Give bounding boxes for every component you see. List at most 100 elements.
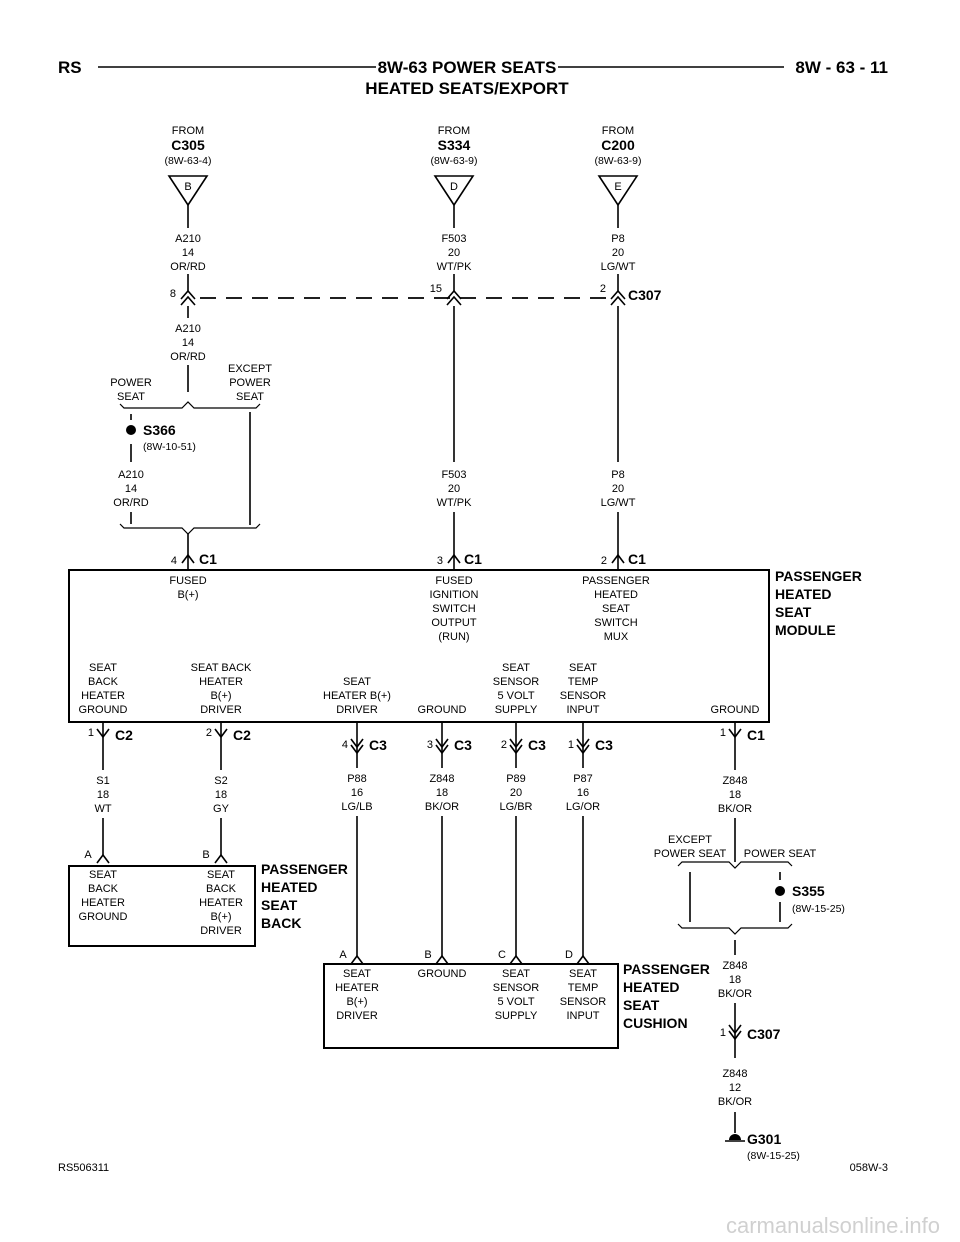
component-name: PASSENGER [261, 861, 348, 877]
pin-label: 5 VOLT [497, 690, 534, 702]
pin-label: HEATER [199, 897, 243, 909]
connector-name: C3 [528, 737, 546, 753]
pin-label: GROUND [79, 704, 128, 716]
seat-cushion-title: PASSENGER HEATED SEAT CUSHION [623, 961, 710, 1031]
connector-chevron-icon [350, 954, 364, 965]
pin-label: SWITCH [594, 617, 637, 629]
pin-number: 4 [342, 739, 348, 751]
pin-label: FUSED [435, 575, 472, 587]
component-name: CUSHION [623, 1015, 688, 1031]
pin-number: 3 [437, 555, 443, 567]
pin-label: B(+) [210, 911, 231, 923]
pin-label: MUX [604, 631, 629, 643]
connector-chevron-icon [435, 954, 449, 965]
splice-name: S355 [792, 883, 825, 899]
pin-label: SENSOR [493, 676, 540, 688]
pin-label: DRIVER [336, 704, 378, 716]
connector-c1-pin1: 1 C1 [720, 722, 765, 770]
wire-color: WT/PK [437, 261, 472, 273]
connector-name: C1 [199, 551, 217, 567]
pin-label: HEATER [335, 982, 379, 994]
passenger-heated-seat-cushion-box [323, 963, 619, 1049]
wire-label-z848-ground-12: Z848 12 BK/OR [718, 1068, 752, 1108]
option-bracket [119, 401, 261, 409]
pin-label: SEAT [602, 603, 630, 615]
connector-chevron-icon [447, 553, 461, 564]
connector-name: C2 [233, 727, 251, 743]
page-header: RS 8W-63 POWER SEATS 8W - 63 - 11 HEATED… [58, 58, 888, 98]
pin-label: SENSOR [493, 982, 540, 994]
wire-gauge: 16 [351, 787, 363, 799]
pin-label: HEATED [594, 589, 638, 601]
wire-code: Z848 [722, 775, 747, 787]
pin-label: GROUND [711, 704, 760, 716]
component-name: BACK [261, 915, 301, 931]
wire-label-z848-module: Z848 18 BK/OR [425, 773, 459, 813]
seat-back-title: PASSENGER HEATED SEAT BACK [261, 861, 348, 931]
pin-number: 2 [600, 283, 606, 295]
pin-number: 3 [427, 739, 433, 751]
pin-label: SUPPLY [495, 704, 538, 716]
option-label: EXCEPT [228, 363, 272, 375]
source-letter: B [184, 181, 191, 193]
connector-name: C3 [369, 737, 387, 753]
pin-label: B(+) [210, 690, 231, 702]
pin-label: PASSENGER [582, 575, 650, 587]
connector-chevron-icon [611, 553, 625, 564]
wire-gauge: 18 [215, 789, 227, 801]
pin-label: IGNITION [430, 589, 479, 601]
splice-name: S366 [143, 422, 176, 438]
seat-back-pin-labels: SEAT BACK HEATER GROUND SEAT BACK HEATER… [79, 869, 243, 937]
watermark: carmanualsonline.info [726, 1213, 940, 1238]
connector-name: C1 [628, 551, 646, 567]
source-name: S334 [438, 137, 471, 153]
pin-label: SEAT [89, 869, 117, 881]
wire-gauge: 14 [125, 483, 137, 495]
wire-label-p8-top: P8 20 LG/WT [601, 233, 636, 273]
option-label: EXCEPT [668, 834, 712, 846]
connector-name: C3 [454, 737, 472, 753]
pin-number: 1 [720, 1027, 726, 1039]
component-name: PASSENGER [623, 961, 710, 977]
pin-number: 2 [601, 555, 607, 567]
option-split-top: POWER SEAT EXCEPT POWER SEAT [110, 363, 272, 409]
pin-label: FUSED [169, 575, 206, 587]
pin-letter: A [339, 949, 347, 961]
footer-right-code: 058W-3 [850, 1162, 888, 1174]
option-bracket [677, 923, 793, 935]
connector-name: C3 [595, 737, 613, 753]
wire-gauge: 16 [577, 787, 589, 799]
option-label: SEAT [236, 391, 264, 403]
source-c200: FROM C200 (8W-63-9) E [594, 125, 642, 207]
pin-label: SEAT [343, 676, 371, 688]
header-left: RS [58, 58, 82, 77]
pin-letter: B [424, 949, 431, 961]
wire-code: S2 [214, 775, 227, 787]
wire-color: WT/PK [437, 497, 472, 509]
connector-name: C1 [747, 727, 765, 743]
source-arrow-icon [597, 175, 639, 207]
module-name: HEATED [775, 586, 832, 602]
source-from: FROM [172, 125, 204, 137]
wire-color: OR/RD [170, 351, 206, 363]
wire-code: A210 [118, 469, 144, 481]
footer-left-code: RS506311 [58, 1162, 109, 1174]
pin-number: 15 [430, 283, 442, 295]
option-bracket [119, 523, 261, 535]
source-name: C305 [171, 137, 205, 153]
pin-label: SEAT [569, 968, 597, 980]
pin-label: BACK [88, 676, 119, 688]
seat-cushion-pin-labels: SEAT HEATER B(+) DRIVER GROUND SEAT SENS… [335, 968, 606, 1022]
wire-gauge: 14 [182, 247, 194, 259]
wire-color: WT [94, 803, 111, 815]
source-from: FROM [602, 125, 634, 137]
wire-label-f503-top: F503 20 WT/PK [437, 233, 472, 273]
connector-c307-bottom: 1 C307 [720, 1024, 781, 1042]
pin-label: SEAT [502, 968, 530, 980]
wire-color: BK/OR [718, 988, 752, 1000]
ground-icon [729, 1134, 741, 1140]
connector-c2-pin2: 2 C2 [206, 722, 251, 770]
splice-dot-icon [775, 886, 785, 896]
pin-label: SEAT [89, 662, 117, 674]
